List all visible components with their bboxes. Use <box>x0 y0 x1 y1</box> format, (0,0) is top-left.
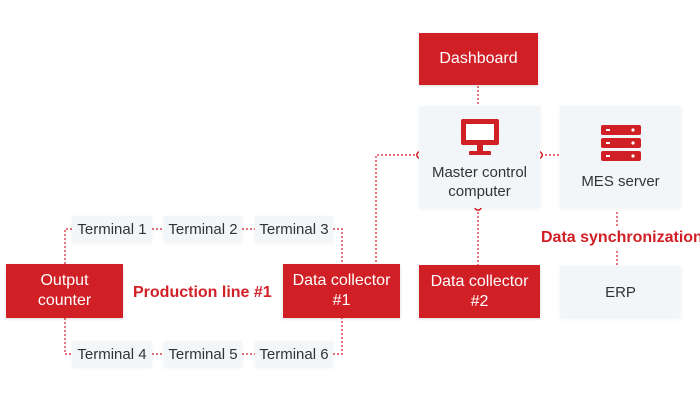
terminal-label: Terminal 2 <box>168 220 238 238</box>
dc1-master-link <box>375 154 418 262</box>
terminal-label: Terminal 5 <box>168 345 238 363</box>
terminal-label: Terminal 1 <box>77 220 147 238</box>
terminal-box: Terminal 1 <box>72 216 152 242</box>
mes-label: MES server <box>581 172 660 190</box>
terminal-label: Terminal 3 <box>259 220 329 238</box>
output-top-link <box>64 228 72 264</box>
terminal-box: Terminal 4 <box>72 341 152 367</box>
dc2-label-line1: Data collector <box>430 272 529 290</box>
master-control-box: Master control computer <box>419 106 540 208</box>
t6-dc1-link <box>333 318 343 355</box>
data-sync-label: Data synchronization <box>541 229 700 246</box>
master-label-line1: Master control <box>431 164 528 181</box>
output-bottom-link <box>64 318 72 355</box>
erp-label: ERP <box>605 283 636 301</box>
data-collector-1-box: Data collector #1 <box>283 264 400 318</box>
dashboard-label: Dashboard <box>439 50 518 67</box>
data-collector-2-box: Data collector #2 <box>419 265 540 318</box>
terminal-label: Terminal 4 <box>77 345 147 363</box>
dashboard-box: Dashboard <box>419 33 538 85</box>
erp-box: ERP <box>560 266 681 318</box>
terminal-box: Terminal 5 <box>164 341 242 367</box>
t3-dc1-link <box>333 228 343 264</box>
terminal-box: Terminal 6 <box>255 341 333 367</box>
terminal-box: Terminal 2 <box>164 216 242 242</box>
dc2-label-line2: #2 <box>470 292 489 310</box>
production-line-label: Production line #1 <box>133 284 272 301</box>
terminal-box: Terminal 3 <box>255 216 333 242</box>
mes-server-box: MES server <box>560 106 681 208</box>
terminal-label: Terminal 6 <box>259 345 329 363</box>
master-label-line2: computer <box>448 183 511 200</box>
output-counter-box: Output counter <box>6 264 123 318</box>
dc1-label-line2: #1 <box>332 292 351 309</box>
server-icon <box>600 124 641 161</box>
output-label-line2: counter <box>37 292 92 309</box>
monitor-icon <box>460 119 499 155</box>
dc1-label-line1: Data collector <box>292 272 391 289</box>
output-label-line1: Output <box>40 272 89 289</box>
